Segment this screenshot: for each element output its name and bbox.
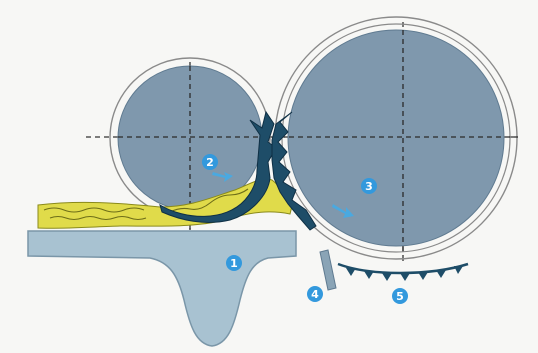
callout-5: 5 [392, 288, 408, 304]
grid-bars [338, 264, 468, 281]
mote-knife [320, 250, 336, 290]
callout-3-label: 3 [365, 180, 373, 193]
feed-plate [28, 231, 296, 346]
callout-1-label: 1 [230, 257, 238, 270]
callout-2: 2 [202, 154, 218, 170]
callout-4: 4 [307, 286, 323, 302]
callout-5-label: 5 [396, 290, 404, 303]
licker-in-body [288, 30, 504, 246]
callout-4-label: 4 [311, 288, 319, 301]
callout-2-label: 2 [206, 156, 214, 169]
callout-1: 1 [226, 255, 242, 271]
callout-3: 3 [361, 178, 377, 194]
